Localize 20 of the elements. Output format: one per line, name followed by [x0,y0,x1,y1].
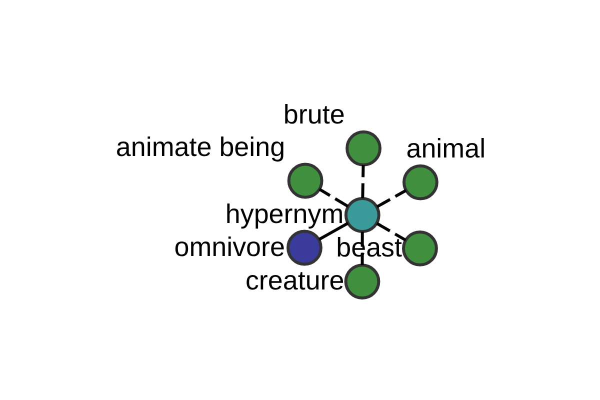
node-circle [402,230,438,266]
node-label: animal [406,133,486,164]
connector [360,232,364,265]
node-circle [344,264,380,300]
node-circle [346,130,382,166]
connector [361,164,365,198]
node-label: creature [245,266,344,296]
node-label: animate being [116,132,286,162]
node-circle [287,162,324,199]
node-label: hypernym [225,199,344,230]
node-label: beast [336,232,402,263]
node-circle [286,230,322,266]
node-circle [402,164,438,200]
connector [376,222,406,242]
node-label: omnivore [174,232,286,262]
connector [376,189,407,208]
node-circle [344,197,380,233]
connector [318,188,349,208]
connector [318,222,349,241]
node-label: brute [283,100,345,130]
